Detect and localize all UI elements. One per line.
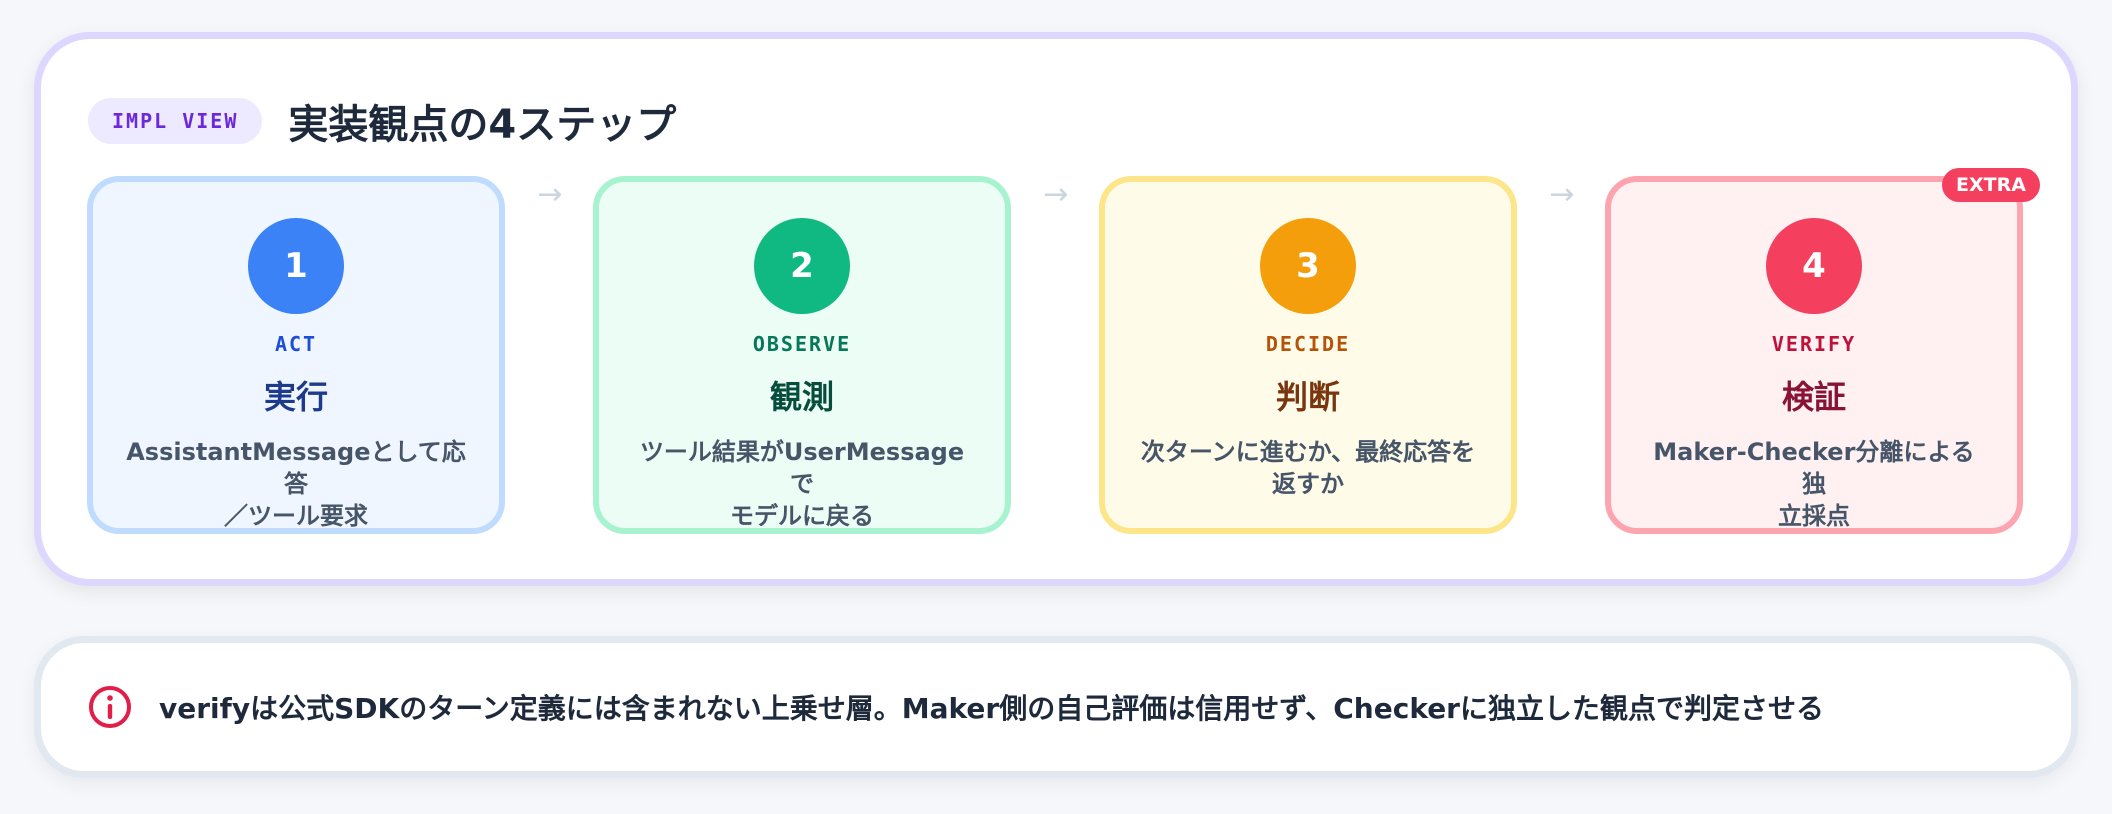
step-description: ツール結果がUserMessageで モデルに戻る bbox=[631, 436, 973, 532]
step-title: 判断 bbox=[1275, 378, 1340, 416]
info-icon bbox=[89, 686, 131, 728]
step-number: 1 bbox=[248, 218, 344, 314]
step-description: AssistantMessageとして応答 ／ツール要求 bbox=[125, 436, 467, 532]
step-title: 検証 bbox=[1781, 378, 1846, 416]
step-description-line: Maker-Checker分離による独 bbox=[1653, 438, 1975, 498]
header: IMPL VIEW 実装観点の4ステップ bbox=[88, 92, 676, 150]
step-description: Maker-Checker分離による独 立採点 bbox=[1643, 436, 1985, 532]
note-text: verifyは公式SDKのターン定義には含まれない上乗せ層。Maker側の自己評… bbox=[159, 692, 1824, 725]
step-description-line: 返すか bbox=[1272, 470, 1344, 498]
step-number: 2 bbox=[754, 218, 850, 314]
step-card-observe: 2 OBSERVE 観測 ツール結果がUserMessageで モデルに戻る bbox=[593, 176, 1011, 534]
step-eyebrow: OBSERVE bbox=[752, 332, 852, 356]
arrow-right-icon: → bbox=[1043, 177, 1069, 212]
step-title: 実行 bbox=[263, 378, 328, 416]
step-description-line: ツール結果がUserMessageで bbox=[639, 438, 965, 498]
page-title: 実装観点の4ステップ bbox=[288, 102, 677, 148]
extra-badge: EXTRA bbox=[1942, 168, 2040, 202]
arrow-right-icon: → bbox=[537, 177, 563, 212]
step-card-act: 1 ACT 実行 AssistantMessageとして応答 ／ツール要求 bbox=[87, 176, 505, 534]
step-description-line: モデルに戻る bbox=[730, 502, 874, 530]
step-card-decide: 3 DECIDE 判断 次ターンに進むか、最終応答を 返すか bbox=[1099, 176, 1517, 534]
step-eyebrow: VERIFY bbox=[1771, 332, 1857, 356]
note-card: verifyは公式SDKのターン定義には含まれない上乗せ層。Maker側の自己評… bbox=[34, 636, 2078, 778]
arrow-right-icon: → bbox=[1549, 177, 1575, 212]
step-description: 次ターンに進むか、最終応答を 返すか bbox=[1137, 436, 1479, 500]
step-number: 4 bbox=[1766, 218, 1862, 314]
step-description-line: ／ツール要求 bbox=[224, 502, 368, 530]
step-description-line: 次ターンに進むか、最終応答を bbox=[1140, 438, 1476, 466]
step-card-verify: 4 VERIFY 検証 Maker-Checker分離による独 立採点 bbox=[1605, 176, 2023, 534]
step-description-line: AssistantMessageとして応答 bbox=[126, 438, 466, 498]
impl-view-badge: IMPL VIEW bbox=[88, 98, 263, 144]
step-number: 3 bbox=[1260, 218, 1356, 314]
step-description-line: 立採点 bbox=[1778, 502, 1850, 530]
step-eyebrow: DECIDE bbox=[1265, 332, 1351, 356]
step-title: 観測 bbox=[769, 378, 834, 416]
step-eyebrow: ACT bbox=[274, 332, 318, 356]
